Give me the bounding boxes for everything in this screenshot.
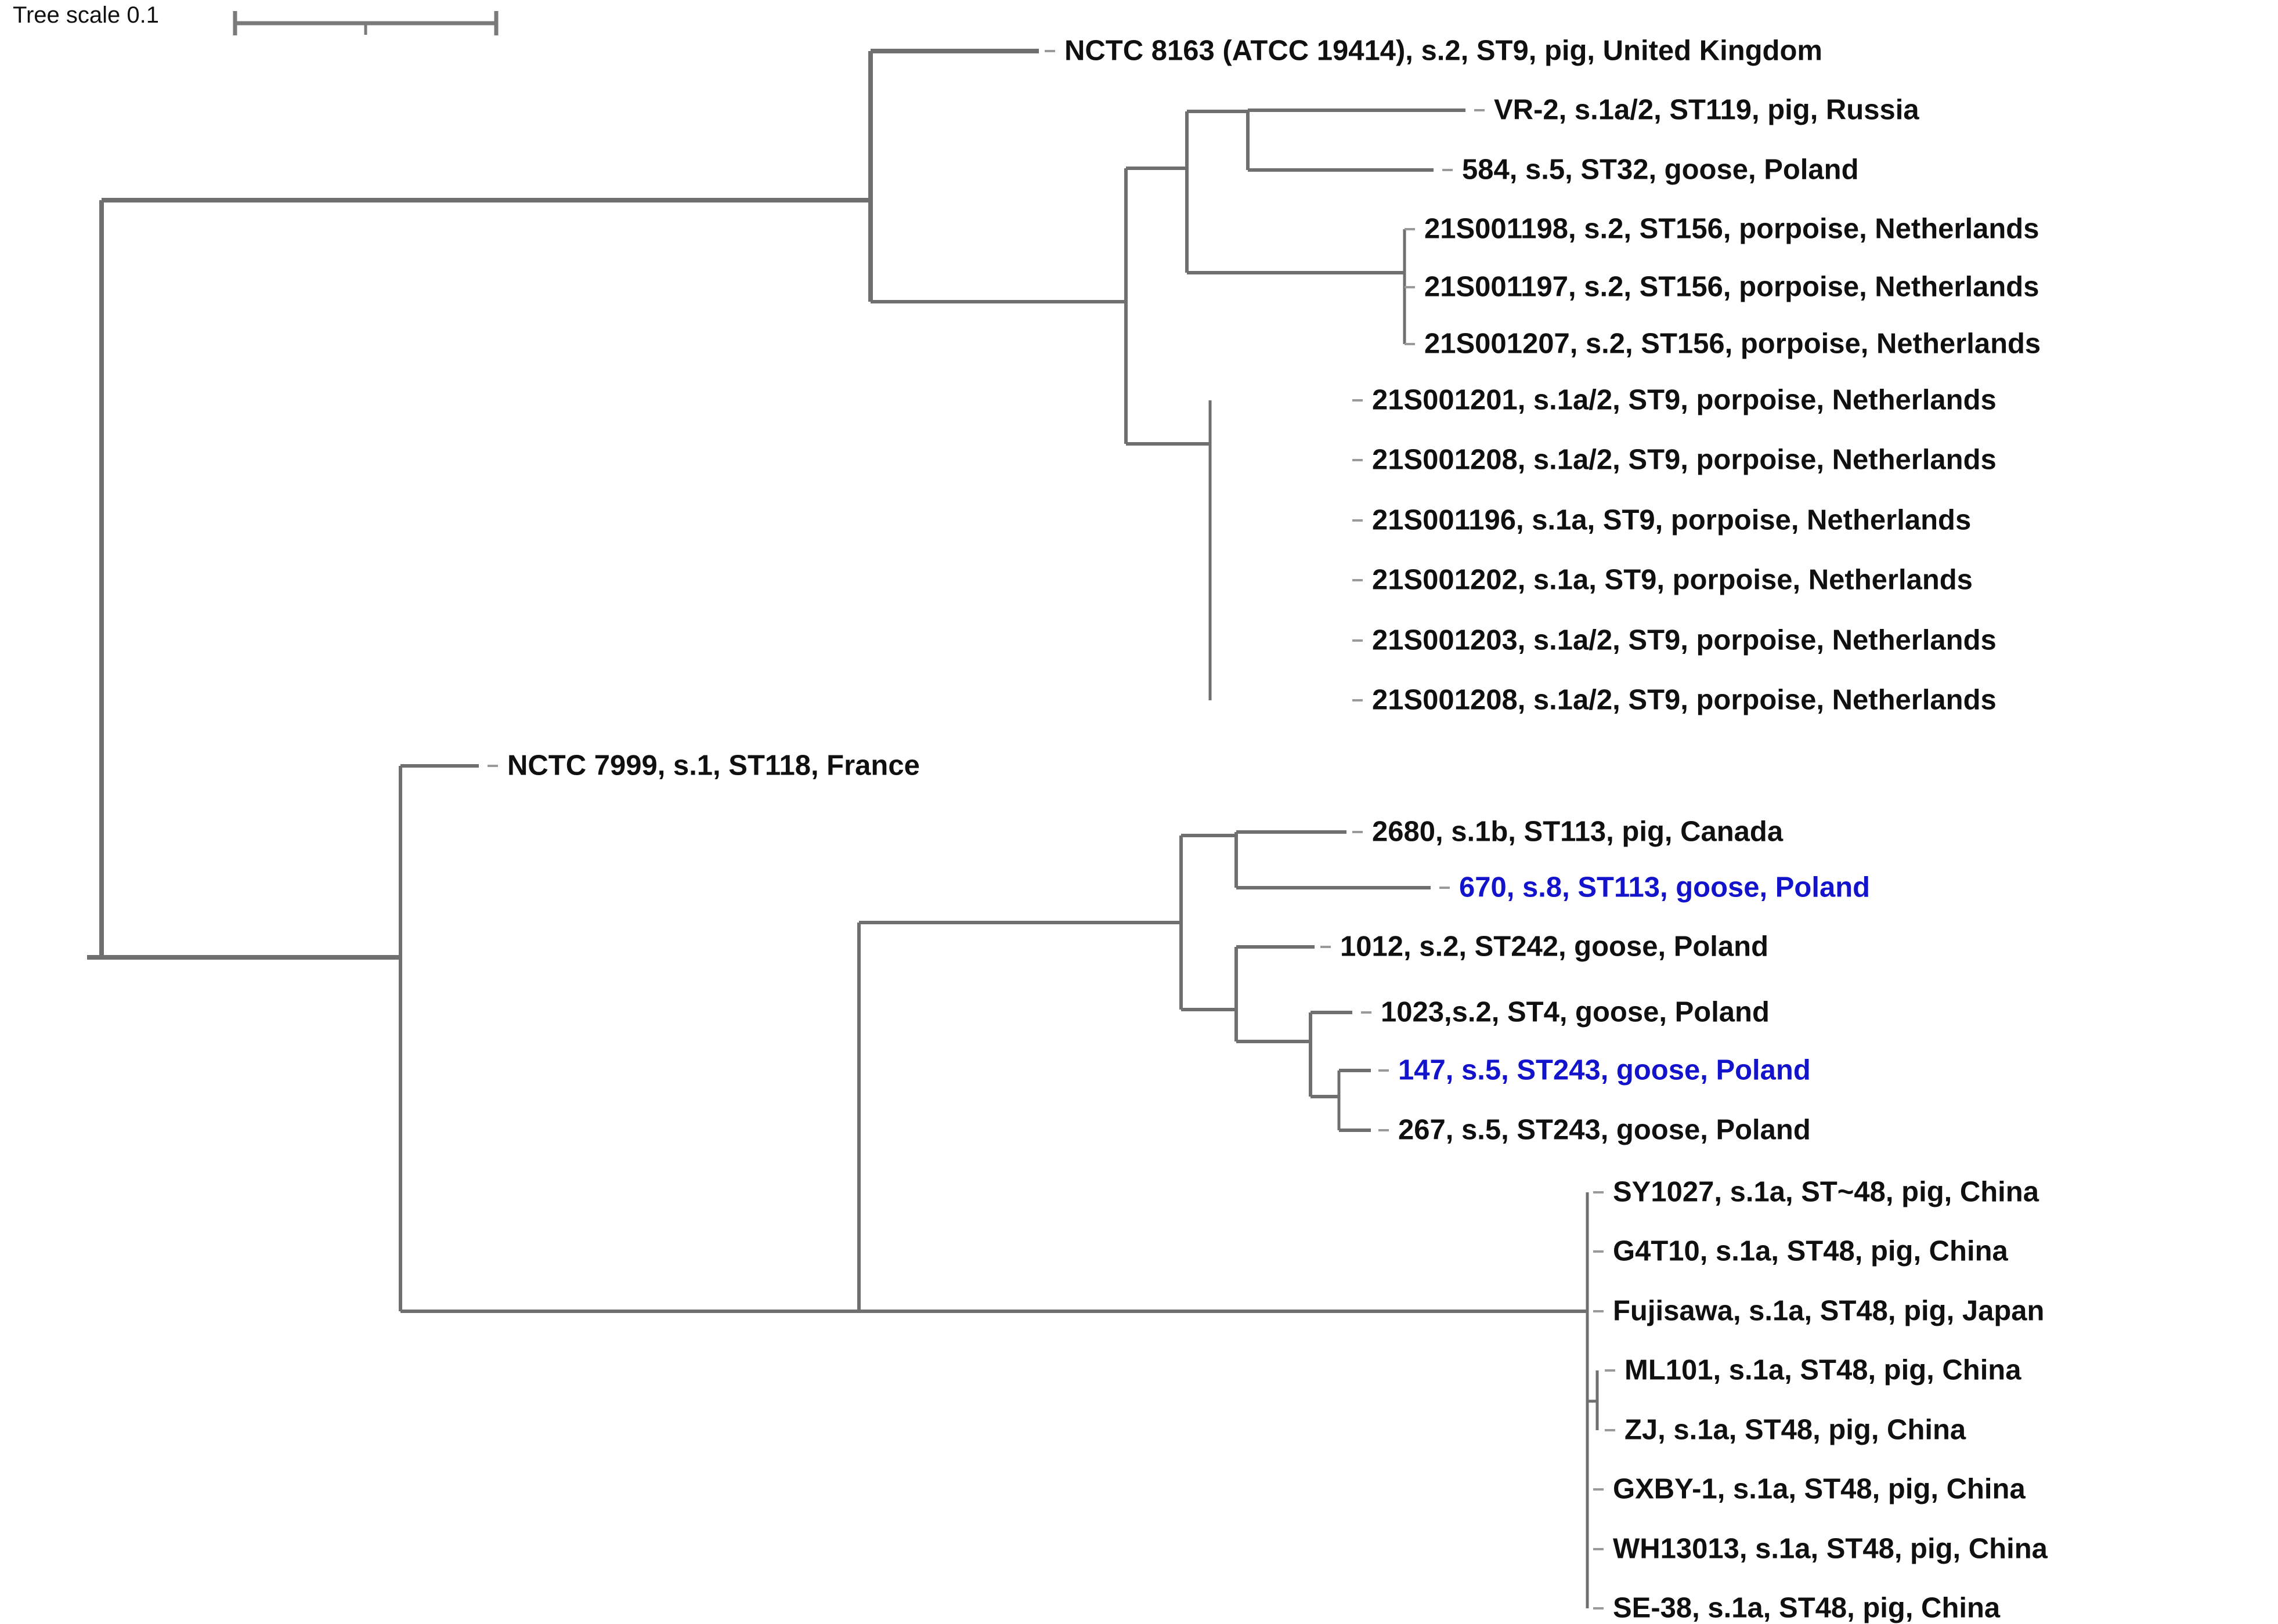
tip-label-t4: 21S001198, s.2, ST156, porpoise, Netherl… [1424, 213, 2039, 245]
tip-label-t26: WH13013, s.1a, ST48, pig, China [1613, 1533, 2048, 1565]
tip-label-t14: 2680, s.1b, ST113, pig, Canada [1372, 816, 1784, 848]
tip-label-t15: 670, s.8, ST113, goose, Poland [1459, 871, 1871, 903]
tip-label-t3: 584, s.5, ST32, goose, Poland [1462, 154, 1859, 186]
tip-label-t2: VR-2, s.1a/2, ST119, pig, Russia [1494, 94, 1919, 126]
tip-label-t21: G4T10, s.1a, ST48, pig, China [1613, 1235, 2008, 1267]
tip-label-t6: 21S001207, s.2, ST156, porpoise, Netherl… [1424, 328, 2041, 360]
tip-label-t18: 147, s.5, ST243, goose, Poland [1398, 1054, 1811, 1086]
branch-lines [87, 49, 1599, 1608]
tip-label-t13: NCTC 7999, s.1, ST118, France [507, 750, 920, 782]
tip-label-t20: SY1027, s.1a, ST~48, pig, China [1613, 1176, 2039, 1208]
tip-label-t24: ZJ, s.1a, ST48, pig, China [1624, 1414, 1966, 1446]
tip-label-t12: 21S001208, s.1a/2, ST9, porpoise, Nether… [1372, 684, 1997, 716]
tip-label-t25: GXBY-1, s.1a, ST48, pig, China [1613, 1473, 2026, 1505]
tip-label-t16: 1012, s.2, ST242, goose, Poland [1340, 931, 1769, 963]
tree-scale-label: Tree scale 0.1 [13, 2, 159, 28]
tip-label-t7: 21S001201, s.1a/2, ST9, porpoise, Nether… [1372, 384, 1997, 416]
tip-label-t23: ML101, s.1a, ST48, pig, China [1624, 1354, 2021, 1386]
tip-ticks [488, 50, 1615, 1609]
tip-label-t19: 267, s.5, ST243, goose, Poland [1398, 1114, 1811, 1146]
tip-label-t5: 21S001197, s.2, ST156, porpoise, Netherl… [1424, 271, 2039, 303]
tip-label-t10: 21S001202, s.1a, ST9, porpoise, Netherla… [1372, 564, 1973, 596]
tip-label-t11: 21S001203, s.1a/2, ST9, porpoise, Nether… [1372, 624, 1997, 656]
tip-label-t22: Fujisawa, s.1a, ST48, pig, Japan [1613, 1295, 2045, 1327]
tip-label-t27: SE-38, s.1a, ST48, pig, China [1613, 1592, 2001, 1624]
tip-label-t9: 21S001196, s.1a, ST9, porpoise, Netherla… [1372, 504, 1972, 536]
tip-label-t8: 21S001208, s.1a/2, ST9, porpoise, Nether… [1372, 444, 1997, 476]
tip-label-t1: NCTC 8163 (ATCC 19414), s.2, ST9, pig, U… [1064, 35, 1822, 67]
scale-bar [233, 11, 499, 35]
tip-label-t17: 1023,s.2, ST4, goose, Poland [1381, 996, 1770, 1028]
